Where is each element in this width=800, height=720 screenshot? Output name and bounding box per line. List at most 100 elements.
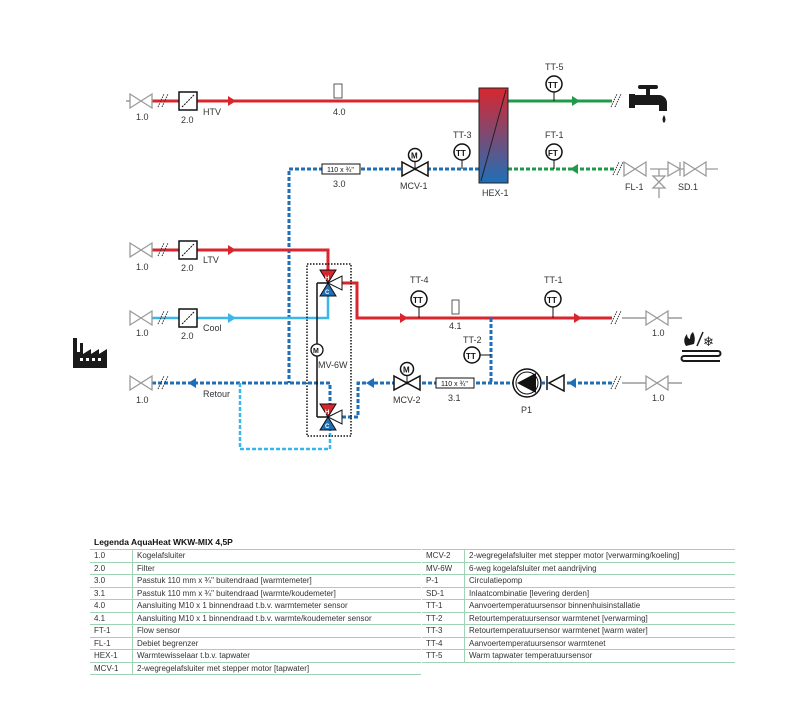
legend-desc: 2-wegregelafsluiter met stepper motor [t… [132, 662, 421, 675]
legend-code: MV-6W [422, 562, 465, 575]
sensor-tt-4: TT TT-4 [410, 275, 429, 318]
valve-supply-house-1-0: 1.0 [622, 309, 682, 338]
six-way-valve-mv-6w: M MV-6W H C H C [306, 263, 352, 437]
sensor-port-4-0: 4.0 [333, 83, 346, 117]
legend-desc: 6-weg kogelafsluiter met aandrijving [464, 562, 735, 575]
ft1-glyph: FT [548, 149, 558, 158]
legend-code: FT-1 [90, 624, 133, 638]
valve-htv-1-0: 1.0 [126, 92, 153, 122]
fl1-label: FL-1 [625, 182, 644, 192]
pipe-supply-house [342, 281, 612, 323]
mv6w-motor-glyph: M [313, 348, 319, 355]
pipe-cool [152, 296, 330, 323]
tt5-label: TT-5 [545, 62, 564, 72]
mcv2-motor-glyph: M [403, 366, 410, 375]
legend-code: MCV-2 [422, 549, 465, 563]
legend-desc: Retourtemperatuursensor warmtenet [verwa… [464, 612, 735, 625]
fitting-3-0: 110 x ¾" 3.0 [321, 163, 361, 189]
legend-desc: Inlaatcombinatie [levering derden] [464, 587, 735, 600]
valve-return-house-1-0: 1.0 [622, 374, 682, 403]
pipe-tapwater-in [508, 164, 614, 174]
mv6w-bottom-c: C [325, 424, 330, 430]
valve-return-house-label: 1.0 [652, 393, 665, 403]
check-valve [545, 373, 567, 393]
circulation-pump-p1: P1 [512, 368, 542, 415]
sensor-port-4-1: 4.1 [449, 299, 462, 331]
legend-desc: Aansluiting M10 x 1 binnendraad t.b.v. w… [132, 599, 421, 613]
legend-code: TT-3 [422, 624, 465, 638]
control-valve-mcv-2: M MCV-2 [393, 361, 421, 405]
heating-cooling-floor-icon: ❄ [680, 331, 722, 362]
filter-cool: 2.0 Cool [178, 308, 222, 341]
valve-ltv-label: 1.0 [136, 262, 149, 272]
filter-htv: 2.0 HTV [178, 91, 221, 125]
mcv1-motor-glyph: M [411, 152, 418, 161]
legend-desc: Flow sensor [132, 624, 421, 638]
sensor-tt-1: TT TT-1 [544, 275, 563, 318]
legend-desc: Aansluiting M10 x 1 binnendraad t.b.v. w… [132, 612, 421, 625]
filter-ltv-label: 2.0 [181, 263, 194, 273]
legend-code: 2.0 [90, 562, 133, 575]
legend-code: FL-1 [90, 637, 133, 650]
pipe-retour [152, 378, 332, 405]
tt2-label: TT-2 [463, 335, 482, 345]
pipe-htv [152, 96, 479, 106]
legend-desc: Debiet begrenzer [132, 637, 421, 650]
tt2-glyph: TT [466, 352, 476, 361]
legend-code: 4.0 [90, 599, 133, 613]
ft1-label: FT-1 [545, 130, 564, 140]
control-valve-mcv-1: M MCV-1 [400, 147, 429, 191]
hex-label: HEX-1 [482, 188, 509, 198]
sensor-tt-5: TT TT-5 [545, 62, 564, 101]
legend-code: TT-1 [422, 599, 465, 613]
svg-text:❄: ❄ [703, 334, 714, 349]
mv6w-label: MV-6W [318, 360, 348, 370]
sensor-ft-1: FT FT-1 [545, 130, 564, 169]
pump-label: P1 [521, 405, 532, 415]
pipe-return-house [342, 318, 612, 419]
legend-code: TT-5 [422, 649, 465, 663]
legend-desc: Kogelafsluiter [132, 549, 421, 563]
legend-desc: Passtuk 110 mm x ¾" buitendraad [warmtem… [132, 574, 421, 588]
sensor-tt-3: TT TT-3 [453, 130, 472, 169]
valve-retour-1-0: 1.0 [129, 374, 153, 405]
inlet-combination-fl-1-sd-1 [623, 160, 718, 198]
mv6w-top-h: H [325, 276, 329, 282]
filter-cool-label: 2.0 [181, 331, 194, 341]
fitting-3-1-tag: 110 x ¾" [441, 381, 468, 388]
legend-code: 3.1 [90, 587, 133, 600]
valve-cool-1-0: 1.0 [129, 309, 153, 338]
tt3-glyph: TT [456, 149, 466, 158]
htv-label: HTV [203, 107, 221, 117]
tt1-label: TT-1 [544, 275, 563, 285]
tt5-glyph: TT [548, 81, 558, 90]
sensor-tt-2: TT TT-2 [463, 335, 491, 364]
legend-code: MCV-1 [90, 662, 133, 675]
legend-code: 1.0 [90, 549, 133, 563]
cool-label: Cool [203, 323, 222, 333]
mv6w-bottom-h: H [325, 410, 329, 416]
tt1-glyph: TT [547, 296, 557, 305]
pipe-tapwater-out [508, 96, 612, 106]
legend-desc: Passtuk 110 mm x ¾" buitendraad [warmte/… [132, 587, 421, 600]
pipe-cool-return-loop [238, 383, 332, 451]
legend-code: TT-4 [422, 637, 465, 650]
legend-desc: Circulatiepomp [464, 574, 735, 588]
valve-supply-house-label: 1.0 [652, 328, 665, 338]
tt4-label: TT-4 [410, 275, 429, 285]
retour-label: Retour [203, 389, 230, 399]
tt3-label: TT-3 [453, 130, 472, 140]
